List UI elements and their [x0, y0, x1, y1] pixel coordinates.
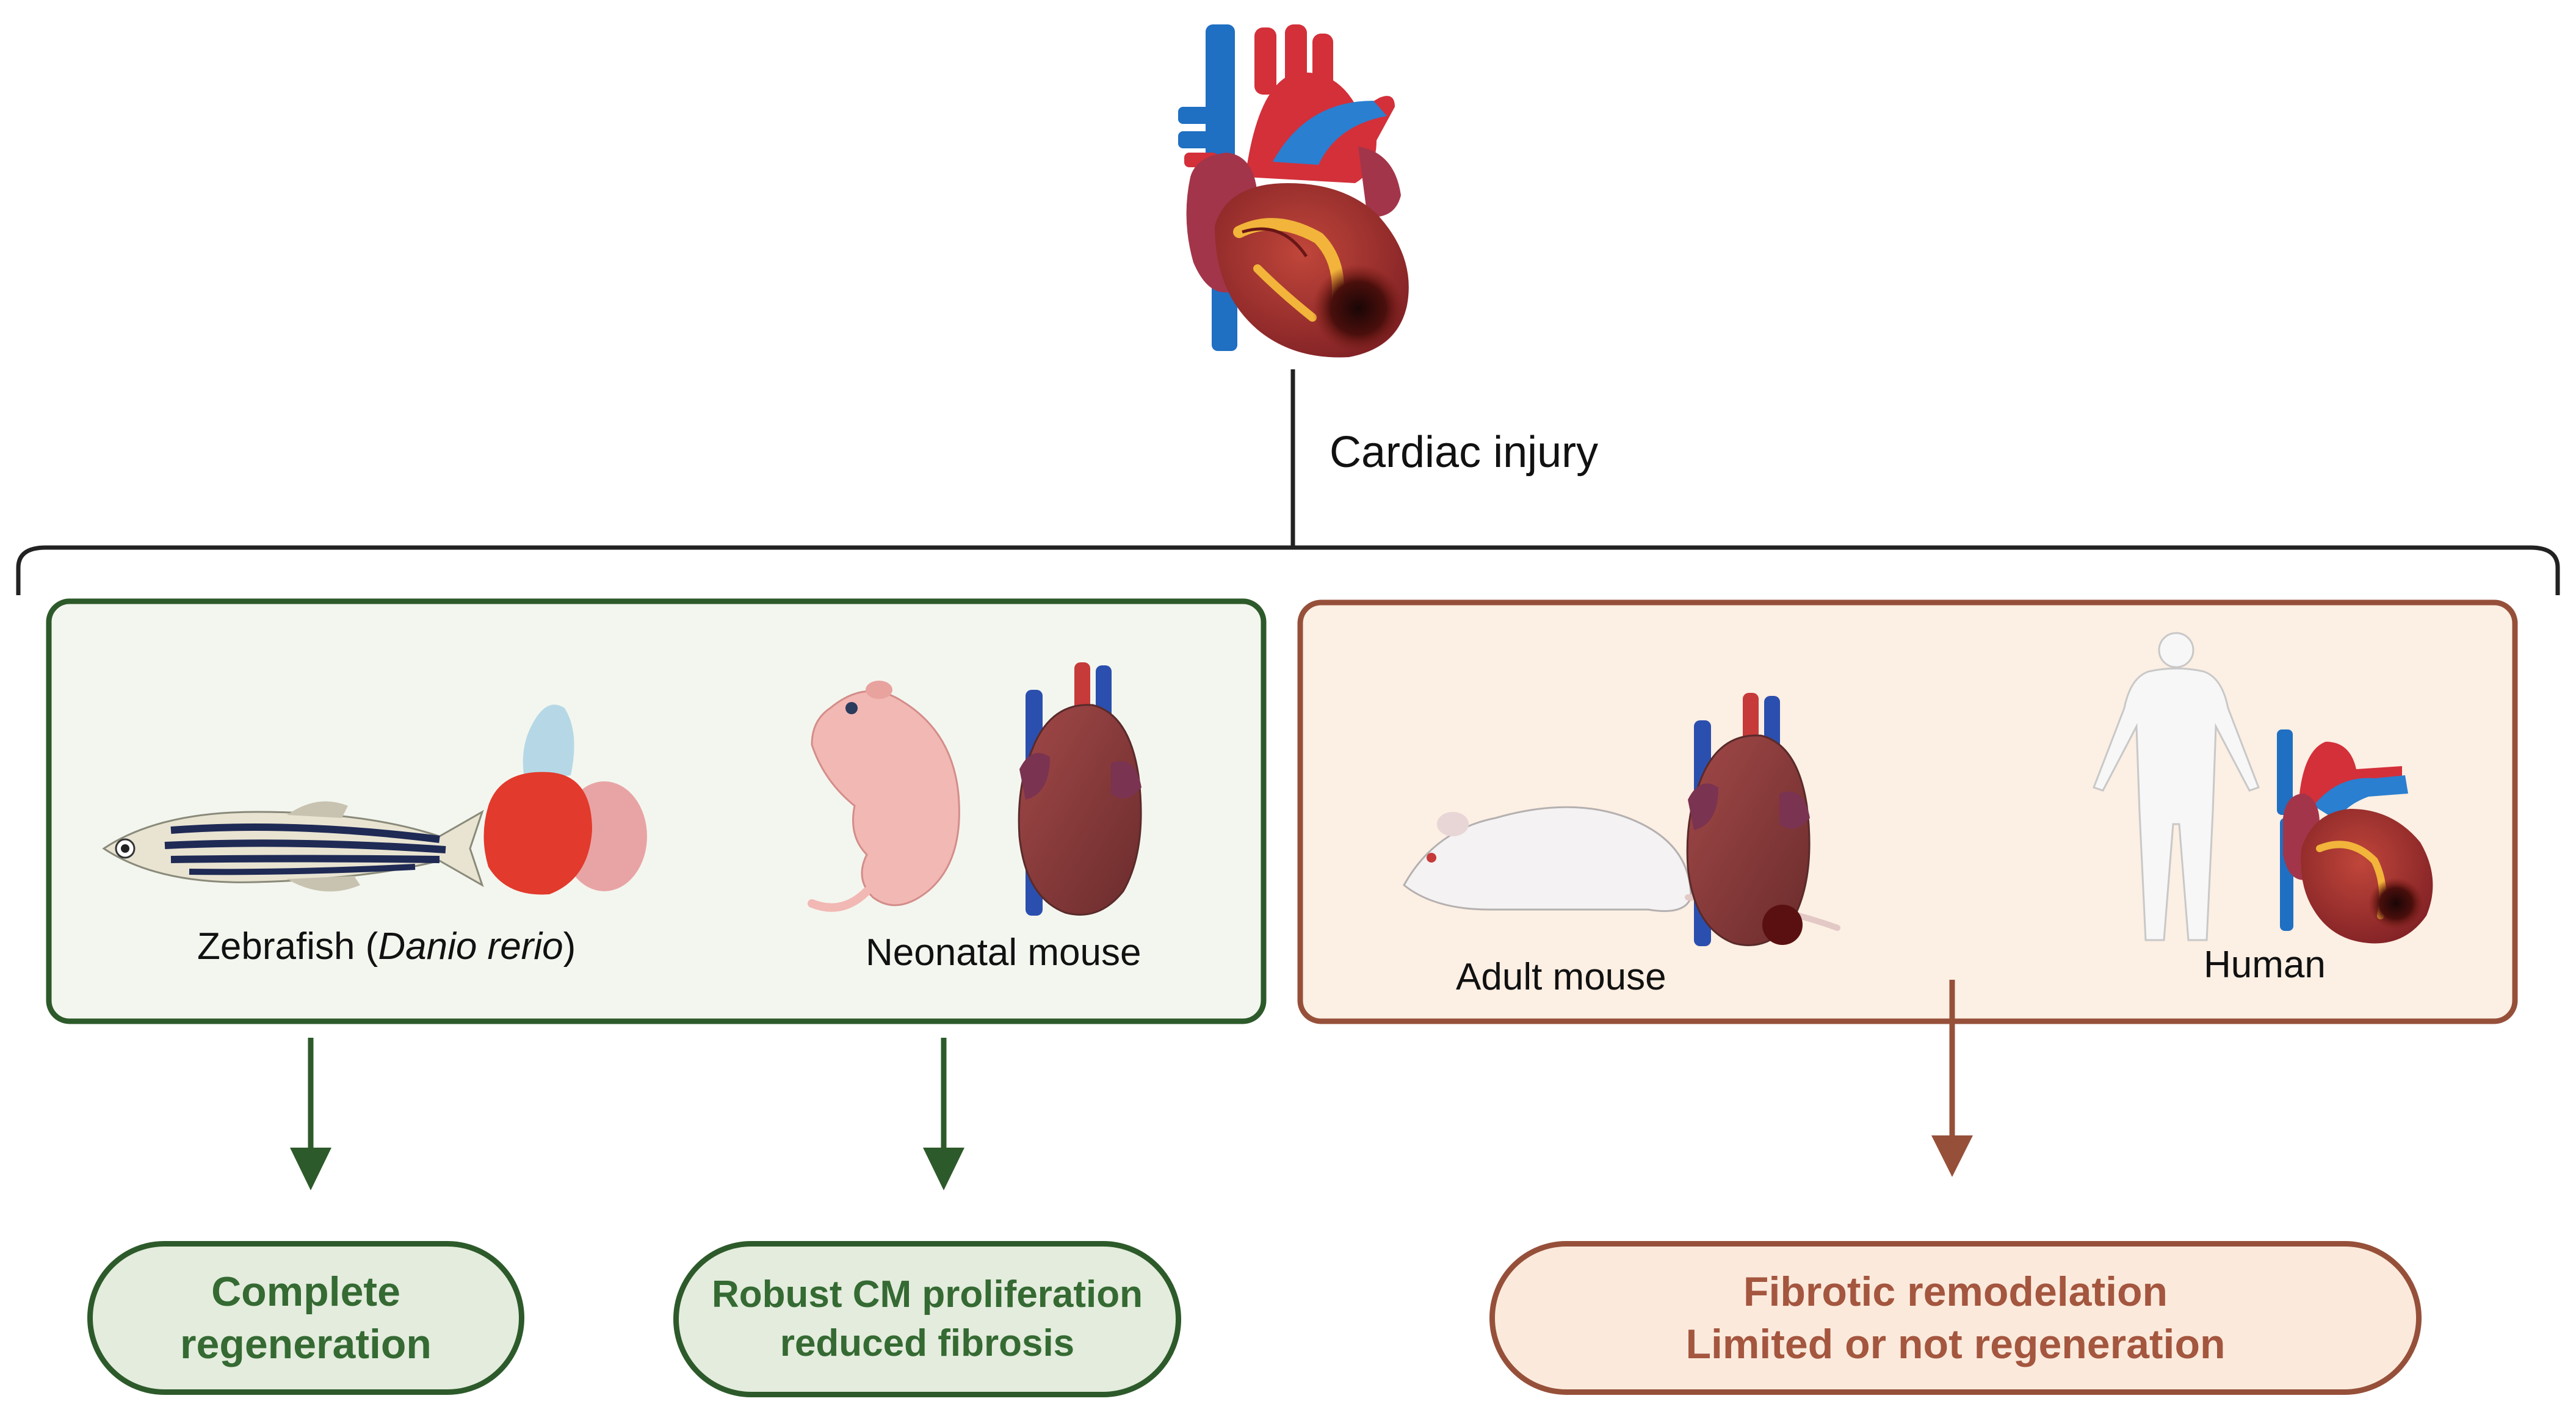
human-heart-icon — [2277, 729, 2433, 944]
mouse-heart-icon — [1686, 693, 1811, 946]
outcome-line-2: regeneration — [180, 1321, 432, 1367]
outcome-complete-regeneration: Complete regeneration — [87, 1241, 524, 1395]
human-label: Human — [2204, 944, 2326, 986]
zebrafish-label-prefix: Zebrafish ( — [197, 925, 378, 968]
zebrafish-label-italic: Danio rerio — [378, 925, 563, 968]
outcome-line-1: Robust CM proliferation — [711, 1273, 1143, 1315]
outcome-fibrotic-remodelation: Fibrotic remodelation Limited or not reg… — [1489, 1241, 2422, 1395]
injury-connector — [16, 369, 2560, 595]
outcome-line-2: reduced fibrosis — [780, 1322, 1075, 1364]
outcome-line-1: Fibrotic remodelation — [1743, 1268, 2168, 1315]
adult-mouse-label: Adult mouse — [1456, 956, 1666, 998]
zebrafish-label-suffix: ) — [563, 925, 576, 968]
neonatal-mouse-label: Neonatal mouse — [866, 932, 1141, 974]
arrow-complete-regeneration — [290, 1038, 331, 1190]
outcome-line-1: Complete — [211, 1268, 400, 1315]
zebrafish-icon — [102, 801, 484, 892]
human-body-icon — [2093, 632, 2260, 941]
cardiac-injury-label: Cardiac injury — [1330, 428, 1599, 477]
zebrafish-label: Zebrafish (Danio rerio) — [197, 925, 576, 968]
arrow-robust-cm-proliferation — [923, 1038, 964, 1190]
mouse-heart-icon — [1018, 662, 1142, 916]
zebrafish-heart-icon — [483, 704, 647, 895]
arrow-fibrotic-remodelation — [1931, 980, 1973, 1177]
outcome-line-2: Limited or not regeneration — [1685, 1321, 2226, 1367]
regenerative-panel — [46, 598, 1267, 1024]
injured-heart-icon — [1178, 24, 1409, 358]
neonatal-mouse-icon — [808, 681, 960, 912]
outcome-robust-cm-proliferation: Robust CM proliferation reduced fibrosis — [673, 1241, 1181, 1397]
